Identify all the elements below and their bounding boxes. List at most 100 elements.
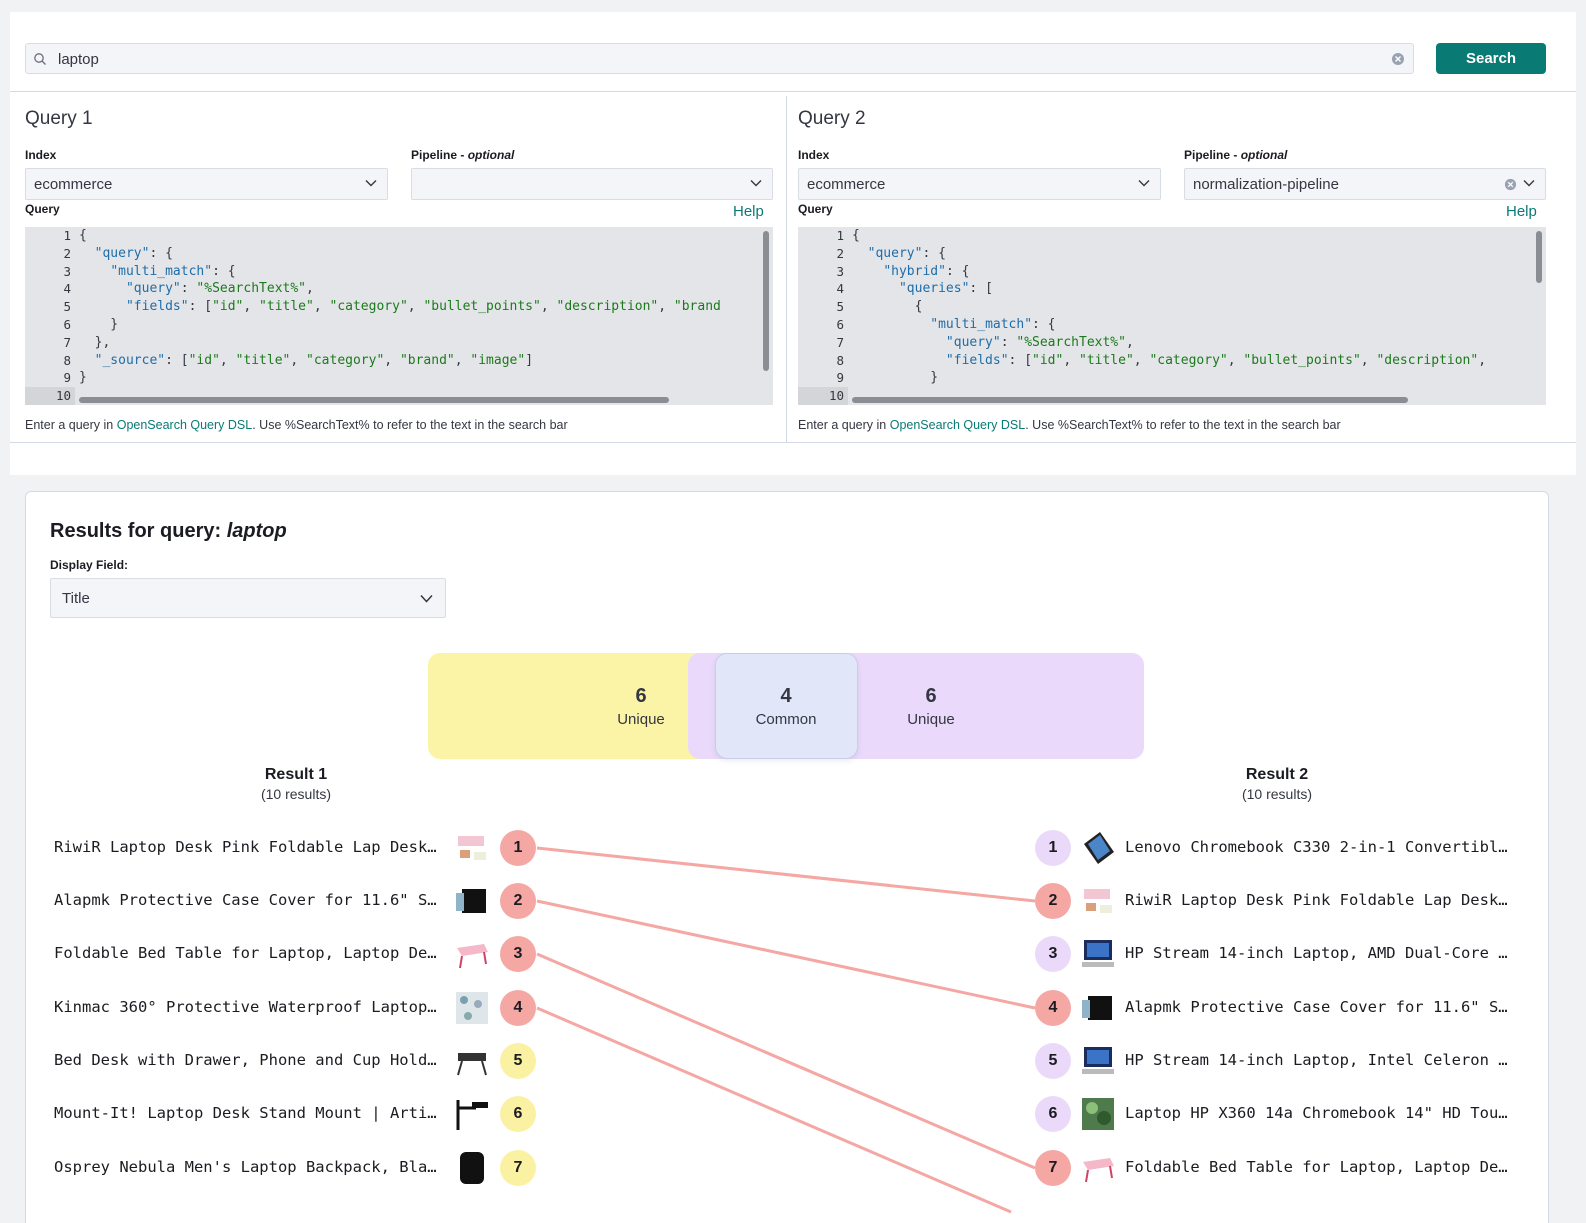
unique-left-count: 6 — [635, 685, 647, 707]
query-label: Query — [798, 202, 833, 216]
product-thumbnail-icon — [460, 1152, 484, 1184]
query-label: Query — [25, 202, 60, 216]
divider — [10, 442, 1576, 443]
pipeline-select[interactable] — [411, 168, 773, 200]
result-title: HP Stream 14-inch Laptop, Intel Celeron … — [1125, 1051, 1508, 1069]
pipeline-label: Pipeline - optional — [411, 148, 515, 162]
search-button[interactable]: Search — [1436, 43, 1546, 74]
connection-line — [536, 1006, 1012, 1214]
help-link[interactable]: Help — [1506, 203, 1537, 220]
unique-right-count: 6 — [925, 685, 937, 707]
result-2-item[interactable]: 3 HP Stream 14-inch Laptop, AMD Dual-Cor… — [1035, 934, 1525, 974]
rank-badge: 2 — [1035, 883, 1071, 919]
product-thumbnail-icon — [1082, 1047, 1114, 1074]
result-title: Bed Desk with Drawer, Phone and Cup Hold… — [54, 1051, 437, 1069]
result-2-item[interactable]: 7 Foldable Bed Table for Laptop, Laptop … — [1035, 1148, 1525, 1188]
query-2-column: Query 2 Index Pipeline - optional ecomme… — [798, 92, 1546, 442]
opensearch-dsl-link[interactable]: OpenSearch Query DSL — [116, 418, 253, 432]
result-title: Foldable Bed Table for Laptop, Laptop De… — [54, 944, 437, 962]
column-divider — [786, 96, 787, 442]
rank-badge: 1 — [1035, 830, 1071, 866]
index-select[interactable]: ecommerce — [798, 168, 1161, 200]
common-label: Common — [755, 711, 817, 728]
rank-badge: 7 — [1035, 1150, 1071, 1186]
query-1-column: Query 1 Index Pipeline - optional ecomme… — [25, 92, 773, 442]
result-2-item[interactable]: 2 RiwiR Laptop Desk Pink Foldable Lap De… — [1035, 881, 1525, 921]
index-label: Index — [798, 148, 830, 162]
pipeline-select[interactable]: normalization-pipeline — [1184, 168, 1546, 200]
product-thumbnail-icon — [1084, 889, 1112, 913]
result-2-item[interactable]: 4 Alapmk Protective Case Cover for 11.6"… — [1035, 988, 1525, 1028]
result-2-item[interactable]: 1 Lenovo Chromebook C330 2-in-1 Converti… — [1035, 828, 1525, 868]
result-1-item[interactable]: RiwiR Laptop Desk Pink Foldable Lap Desk… — [54, 828, 539, 868]
result-title: Osprey Nebula Men's Laptop Backpack, Bla… — [54, 1158, 437, 1176]
common-area — [715, 653, 858, 759]
horizontal-scrollbar[interactable] — [79, 397, 669, 403]
index-select[interactable]: ecommerce — [25, 168, 388, 200]
result-title: RiwiR Laptop Desk Pink Foldable Lap Desk… — [54, 838, 437, 856]
connection-line — [536, 846, 1036, 903]
display-field-value: Title — [62, 590, 90, 607]
index-label: Index — [25, 148, 57, 162]
rank-badge: 6 — [1035, 1096, 1071, 1132]
product-thumbnail-icon — [1082, 996, 1112, 1020]
divider — [10, 91, 1576, 92]
index-select-value: ecommerce — [807, 176, 886, 193]
chevron-down-icon — [365, 180, 377, 187]
query-hint: Enter a query in OpenSearch Query DSL. U… — [25, 418, 568, 432]
common-count: 4 — [780, 685, 792, 707]
result-1-item[interactable]: Bed Desk with Drawer, Phone and Cup Hold… — [54, 1041, 539, 1081]
result-1-item[interactable]: Kinmac 360° Protective Waterproof Laptop… — [54, 988, 539, 1028]
query-1-code[interactable]: { "query": { "multi_match": { "query": "… — [79, 228, 721, 386]
rank-badge: 5 — [500, 1043, 536, 1079]
rank-badge: 7 — [500, 1150, 536, 1186]
query-2-code[interactable]: { "query": { "hybrid": { "queries": [ { … — [852, 228, 1487, 386]
product-thumbnail-icon — [457, 944, 488, 969]
product-thumbnail-icon — [1082, 940, 1114, 967]
clear-selection-icon[interactable] — [1504, 178, 1517, 191]
chevron-down-icon — [1138, 180, 1150, 187]
display-field-select[interactable]: Title — [50, 578, 446, 618]
chevron-down-icon — [750, 180, 762, 187]
horizontal-scrollbar[interactable] — [852, 397, 1408, 403]
result-1-item[interactable]: Alapmk Protective Case Cover for 11.6" S… — [54, 881, 539, 921]
result-1-header: Result 1 (10 results) — [260, 766, 332, 802]
result-title: RiwiR Laptop Desk Pink Foldable Lap Desk… — [1125, 891, 1508, 909]
opensearch-dsl-link[interactable]: OpenSearch Query DSL — [889, 418, 1026, 432]
display-field-label: Display Field: — [50, 558, 129, 572]
unique-left-label: Unique — [617, 711, 665, 728]
product-thumbnail-icon — [457, 1053, 487, 1076]
result-2-item[interactable]: 5 HP Stream 14-inch Laptop, Intel Celero… — [1035, 1041, 1525, 1081]
vertical-scrollbar[interactable] — [763, 231, 769, 371]
product-thumbnail-icon — [458, 836, 486, 860]
rank-badge: 5 — [1035, 1043, 1071, 1079]
result-1-item[interactable]: Osprey Nebula Men's Laptop Backpack, Bla… — [54, 1148, 539, 1188]
rank-badge: 4 — [500, 990, 536, 1026]
unique-right-label: Unique — [907, 711, 955, 728]
product-thumbnail-icon — [456, 889, 486, 913]
result-title: Laptop HP X360 14a Chromebook 14" HD Tou… — [1125, 1104, 1508, 1122]
result-1-item[interactable]: Foldable Bed Table for Laptop, Laptop De… — [54, 934, 539, 974]
rank-badge: 2 — [500, 883, 536, 919]
result-title: Foldable Bed Table for Laptop, Laptop De… — [1125, 1158, 1508, 1176]
rank-badge: 6 — [500, 1096, 536, 1132]
search-bar[interactable]: laptop — [25, 43, 1414, 74]
results-panel: Results for query: laptop Display Field:… — [25, 491, 1549, 1223]
result-2-header: Result 2 (10 results) — [1241, 766, 1313, 802]
rank-badge: 4 — [1035, 990, 1071, 1026]
connection-line — [536, 952, 1036, 1170]
result-1-item[interactable]: Mount-It! Laptop Desk Stand Mount | Arti… — [54, 1094, 539, 1134]
clear-search-icon[interactable] — [1391, 52, 1405, 66]
search-input[interactable]: laptop — [58, 51, 99, 68]
chevron-down-icon — [420, 594, 433, 603]
vertical-scrollbar[interactable] — [1536, 231, 1542, 283]
help-link[interactable]: Help — [733, 203, 764, 220]
result-title: Lenovo Chromebook C330 2-in-1 Convertibl… — [1125, 838, 1508, 856]
result-2-item[interactable]: 6 Laptop HP X360 14a Chromebook 14" HD T… — [1035, 1094, 1525, 1134]
query-hint: Enter a query in OpenSearch Query DSL. U… — [798, 418, 1341, 432]
query-config-panel: laptop Search Query 1 Index Pipeline - o… — [10, 12, 1576, 475]
product-thumbnail-icon — [456, 1100, 488, 1130]
